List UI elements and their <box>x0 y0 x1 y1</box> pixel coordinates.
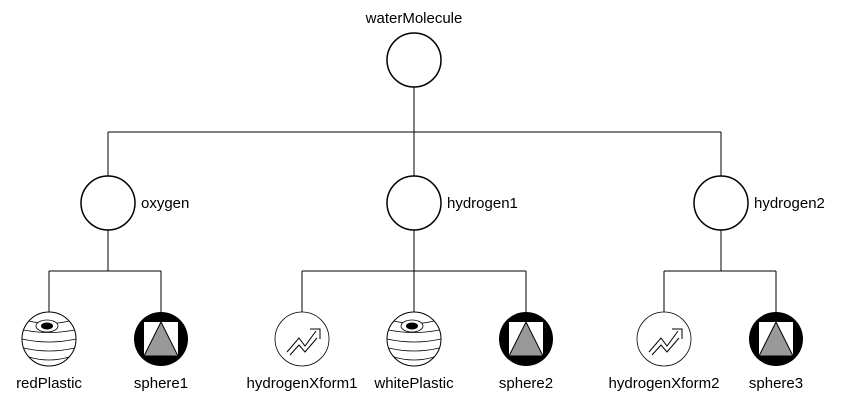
transform-arrow-icon <box>274 311 330 367</box>
node-label: hydrogenXform1 <box>247 375 358 392</box>
node-sphere1: sphere1 <box>134 312 188 392</box>
edge-group-oxygen <box>48 230 162 312</box>
material-sphere-icon <box>386 311 442 367</box>
group-node-circle <box>386 32 442 88</box>
edge-group-hydrogen2 <box>663 230 777 312</box>
node-label: sphere1 <box>134 375 188 392</box>
node-label: waterMolecule <box>365 10 463 27</box>
node-label: hydrogen1 <box>447 195 518 212</box>
node-hydrogenXform1: hydrogenXform1 <box>247 311 358 392</box>
edge-group-hydrogen1 <box>301 230 527 312</box>
group-node-circle <box>693 175 749 231</box>
material-sphere-icon <box>21 311 77 367</box>
node-hydrogen1: hydrogen1 <box>386 175 518 231</box>
node-oxygen: oxygen <box>80 175 189 231</box>
node-hydrogenXform2: hydrogenXform2 <box>609 311 720 392</box>
transform-arrow-icon <box>636 311 692 367</box>
node-label: oxygen <box>141 195 189 212</box>
group-node-circle <box>386 175 442 231</box>
node-whitePlastic: whitePlastic <box>373 311 454 392</box>
group-node-circle <box>80 175 136 231</box>
edges-layer <box>48 87 777 312</box>
edge-group-root <box>107 87 722 176</box>
node-label: hydrogen2 <box>754 195 825 212</box>
shape-cone-icon <box>134 312 188 366</box>
node-label: sphere3 <box>749 375 803 392</box>
shape-cone-icon <box>499 312 553 366</box>
node-label: whitePlastic <box>373 375 454 392</box>
node-label: sphere2 <box>499 375 553 392</box>
node-sphere2: sphere2 <box>499 312 553 392</box>
shape-cone-icon <box>749 312 803 366</box>
nodes-layer: waterMolecule oxygen hydrogen1 hydrogen2 red… <box>16 10 825 392</box>
node-root: waterMolecule <box>365 10 463 88</box>
node-sphere3: sphere3 <box>749 312 803 392</box>
node-hydrogen2: hydrogen2 <box>693 175 825 231</box>
node-label: redPlastic <box>16 375 82 392</box>
node-redPlastic: redPlastic <box>16 311 82 392</box>
node-label: hydrogenXform2 <box>609 375 720 392</box>
